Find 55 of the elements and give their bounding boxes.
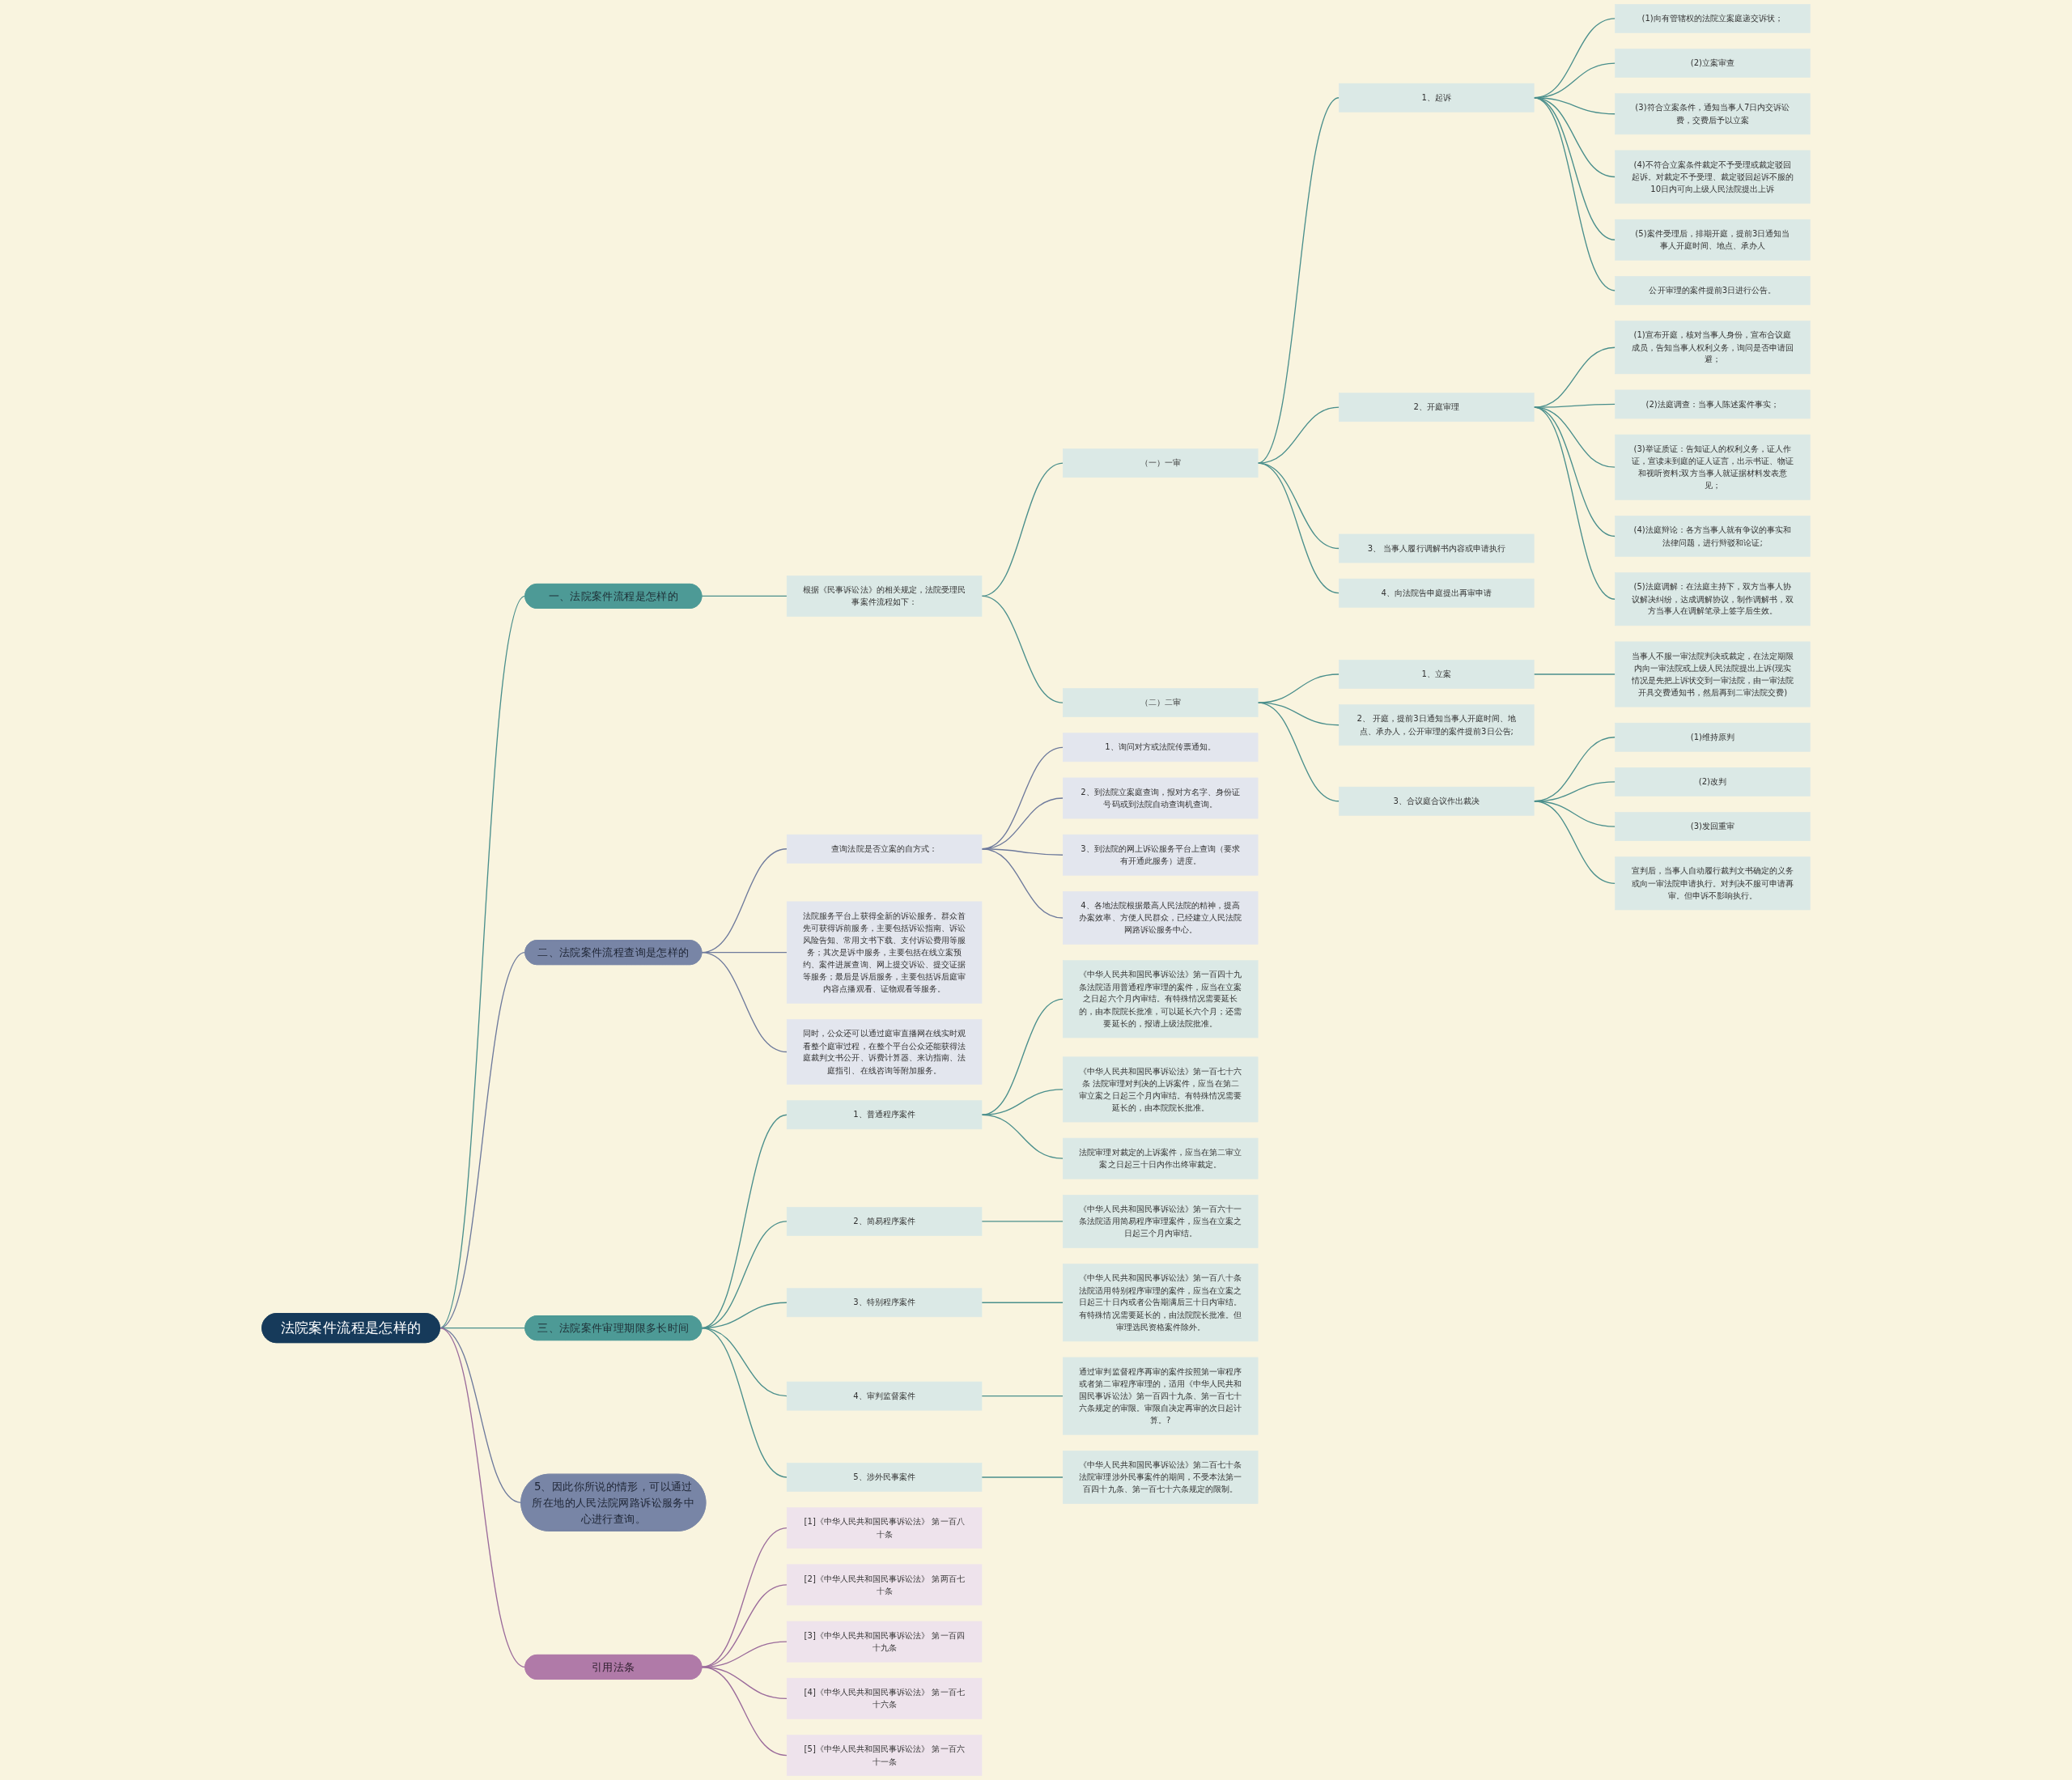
topic-box: (2)改判: [1615, 767, 1811, 797]
topic-box: (3)举证质证：告知证人的权利义务，证人作证，宣读未到庭的证人证言，出示书证、物证和视听资料;双方当事人就证据材料发表意见；: [1615, 434, 1811, 500]
topic-box: [2]《中华人民共和国民事诉讼法》 第两百七十条: [786, 1564, 983, 1606]
topic-box: 3、合议庭合议作出裁决: [1339, 786, 1535, 816]
topic-box: (3)符合立案条件，通知当事人7日内交诉讼费，交费后予以立案: [1615, 93, 1811, 135]
topic-box: 三、法院案件审理期限多长时间: [524, 1315, 703, 1340]
topic-box: (5)案件受理后，排期开庭，提前3日通知当事人开庭时间、地点、承办人: [1615, 219, 1811, 261]
topic-box: 4、各地法院根据最高人民法院的精神，提高办案效率、方便人民群众，已经建立人民法院网路诉讼服务中心。: [1063, 891, 1259, 945]
topic-box: 2、到法院立案庭查询，报对方名字、身份证号码或到法院自动查询机查询。: [1063, 777, 1259, 819]
topic-box: （二）二审: [1063, 688, 1259, 718]
topic-box: 通过审判监督程序再审的案件按照第一审程序或者第二审程序审理的，适用《中华人民共和国民事诉讼法》第一百四十九条、第一百七十六条规定的审限。审限自决定再审的次日起计算。?: [1063, 1357, 1259, 1435]
topic-box: 5、涉外民事案件: [786, 1463, 983, 1492]
topic-box: 1、普通程序案件: [786, 1100, 983, 1130]
topic-box: 3、 当事人履行调解书内容或申请执行: [1339, 533, 1535, 563]
topic-box: (1)宣布开庭，核对当事人身份，宣布合议庭成员，告知当事人权利义务，询问是否申请回避；: [1615, 321, 1811, 375]
topic-box: (4)法庭辩论：各方当事人就有争议的事实和法律问题，进行辩驳和论证;: [1615, 516, 1811, 557]
topic-box: 1、询问对方或法院传票通知。: [1063, 733, 1259, 763]
topic-box: 4、向法院告申庭提出再审申请: [1339, 578, 1535, 608]
topic-box: 法院案件流程是怎样的: [261, 1313, 440, 1343]
topic-box: 2、简易程序案件: [786, 1207, 983, 1236]
topic-box: [4]《中华人民共和国民事诉讼法》 第一百七十六条: [786, 1677, 983, 1719]
topic-box: 根据《民事诉讼法》的相关规定，法院受理民事案件流程如下：: [786, 576, 983, 617]
topic-box: (4)不符合立案条件裁定不予受理或裁定驳回起诉。对裁定不予受理、裁定驳回起诉不服的10日内可向上级人民法院提出上诉: [1615, 150, 1811, 204]
topic-box: [1]《中华人民共和国民事诉讼法》 第一百八十条: [786, 1507, 983, 1549]
topic-box: （一）一审: [1063, 448, 1259, 478]
topic-box: 《中华人民共和国民事诉讼法》第一百七十六条 法院审理对判决的上诉案件，应当在第二审立案之日起三个月内审结。有特殊情况需要延长的，由本院院长批准。: [1063, 1056, 1259, 1123]
topic-box: 《中华人民共和国民事诉讼法》第一百四十九条法院适用普通程序审理的案件，应当在立案之日起六个月内审结。有特殊情况需要延长的，由本院院长批准，可以延长六个月；还需要延长的，报请上级法院批准。: [1063, 960, 1259, 1039]
topic-box: 1、起诉: [1339, 83, 1535, 113]
topic-box: (2)立案审查: [1615, 49, 1811, 78]
topic-box: 二、法院案件流程查询是怎样的: [524, 940, 703, 965]
topic-box: 宣判后，当事人自动履行裁判文书确定的义务或向一审法院申请执行。对判决不服可申请再审。但申诉不影响执行。: [1615, 856, 1811, 911]
topic-box: 引用法条: [524, 1655, 703, 1680]
topic-box: 5、因此你所说的情形，可以通过所在地的人民法院网路诉讼服务中心进行查询。: [520, 1473, 707, 1531]
topic-box: (5)法庭调解：在法庭主持下，双方当事人协议解决纠纷，达成调解协议，制作调解书，双方当事人在调解笔录上签字后生效。: [1615, 572, 1811, 627]
topic-box: (3)发回重审: [1615, 812, 1811, 841]
topic-box: (1)向有管辖权的法院立案庭递交诉状；: [1615, 4, 1811, 33]
topic-box: 1、立案: [1339, 660, 1535, 689]
topic-box: 《中华人民共和国民事诉讼法》第一百六十一条法院适用简易程序审理案件，应当在立案之日起三个月内审结。: [1063, 1195, 1259, 1248]
topic-box: 当事人不服一审法院判决或裁定，在法定期限内向一审法院或上级人民法院提出上诉(现实情况是先把上诉状交到一审法院，由一审法院开具交费通知书，然后再到二审法院交费): [1615, 641, 1811, 707]
topic-box: (1)维持原判: [1615, 722, 1811, 752]
topic-box: 法院审理对裁定的上诉案件，应当在第二审立案之日起三十日内作出终审裁定。: [1063, 1137, 1259, 1179]
topic-box: 4、审判监督案件: [786, 1381, 983, 1411]
topic-box: 法院服务平台上获得全新的诉讼服务。群众首先可获得诉前服务，主要包括诉讼指南、诉讼风险告知、常用文书下载、支付诉讼费用等服务；其次是诉中服务，主要包括在线立案预约、案件进展查询、网上提交诉讼、提交证据等服务；最后是诉后服务，主要包括诉后庭审内容点播观看、证物观看等服务。: [786, 901, 983, 1004]
topic-box: 2、 开庭，提前3日通知当事人开庭时间、地点、承办人，公开审理的案件提前3日公告;: [1339, 704, 1535, 746]
topic-box: 2、开庭审理: [1339, 393, 1535, 423]
topic-box: 《中华人民共和国民事诉讼法》第二百七十条法院审理涉外民事案件的期间，不受本法第一百四十九条、第一百七十六条规定的限制。: [1063, 1451, 1259, 1504]
topic-box: [3]《中华人民共和国民事诉讼法》 第一百四十九条: [786, 1621, 983, 1663]
topic-box: 3、到法院的网上诉讼服务平台上查询（要求有开通此服务）进度。: [1063, 834, 1259, 876]
topic-box: 3、特别程序案件: [786, 1288, 983, 1318]
topic-box: 《中华人民共和国民事诉讼法》第一百八十条法院适用特别程序审理的案件，应当在立案之日起三十日内或者公告期满后三十日内审结。有特殊情况需要延长的，由法院院长批准。但审理选民资格案件除外。: [1063, 1264, 1259, 1342]
topic-box: 公开审理的案件提前3日进行公告。: [1615, 276, 1811, 305]
topic-box: 同时，公众还可以通过庭审直播网在线实时观看整个庭审过程，在整个平台公众还能获得法庭裁判文书公开、诉费计算器、来访指南、法庭指引、在线咨询等附加服务。: [786, 1019, 983, 1085]
topic-box: [5]《中华人民共和国民事诉讼法》 第一百六十一条: [786, 1735, 983, 1776]
topic-box: 查询法院是否立案的自方式：: [786, 834, 983, 864]
topic-box: (2)法庭调查：当事人陈述案件事实；: [1615, 389, 1811, 419]
